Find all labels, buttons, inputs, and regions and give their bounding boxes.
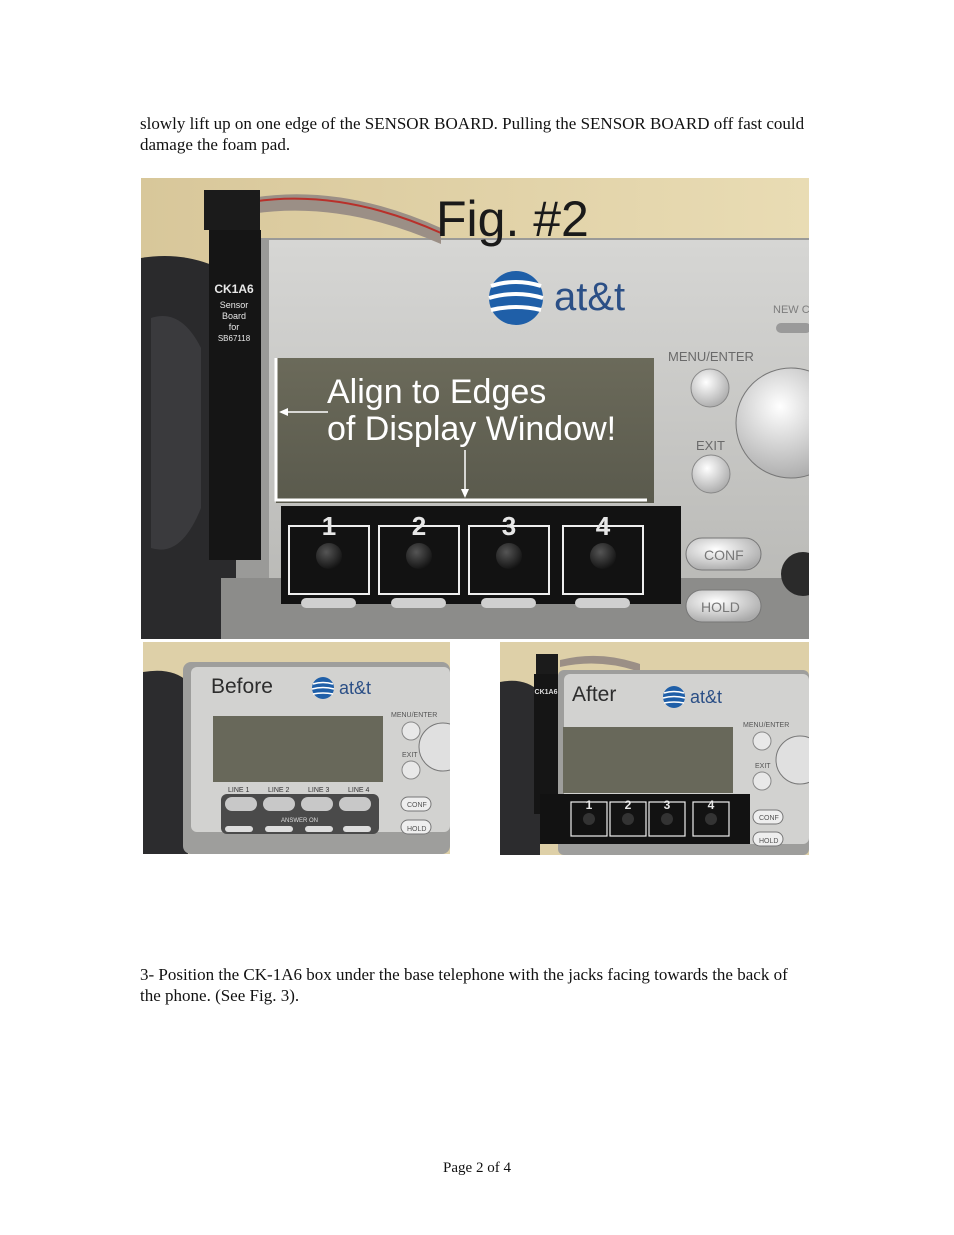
att-globe-icon (662, 686, 686, 708)
svg-text:EXIT: EXIT (402, 752, 418, 759)
att-globe-icon (311, 677, 335, 699)
callout-line-2: of Display Window! (327, 410, 616, 448)
figure-title: Fig. #2 (436, 191, 589, 247)
svg-text:LINE 1: LINE 1 (228, 787, 250, 794)
hold-button-label: HOLD (701, 599, 740, 615)
before-photo: Before at&t MENU/ENTER EXIT CONF HOLD LI… (143, 642, 450, 854)
line-labels: LINE 1 LINE 2 LINE 3 LINE 4 (228, 787, 370, 794)
svg-text:2: 2 (625, 798, 632, 812)
callout-line-1: Align to Edges (327, 373, 546, 411)
svg-text:LINE 3: LINE 3 (308, 787, 330, 794)
before-caption: Before (211, 675, 273, 698)
att-globe-icon (488, 271, 544, 325)
svg-text:CONF: CONF (407, 802, 427, 809)
svg-text:LINE 4: LINE 4 (348, 787, 370, 794)
svg-text:3: 3 (502, 511, 516, 541)
svg-text:4: 4 (708, 798, 715, 812)
svg-text:CK1A6: CK1A6 (535, 689, 558, 696)
after-caption: After (572, 683, 616, 706)
svg-text:4: 4 (596, 511, 611, 541)
svg-text:at&t: at&t (339, 678, 371, 698)
new-calls-label: NEW C (773, 304, 809, 316)
navigation-dial (735, 367, 809, 479)
paragraph-sensor-removal: slowly lift up on one edge of the SENSOR… (140, 114, 805, 154)
exit-label: EXIT (696, 438, 725, 453)
svg-text:SB67118: SB67118 (218, 334, 251, 343)
page-number: Page 2 of 4 (443, 1160, 511, 1176)
line-keys: 1 2 3 4 (570, 798, 730, 837)
menu-enter-label: MENU/ENTER (668, 349, 754, 364)
sensor-board-label: CK1A6 Sensor Board for SB67118 (214, 282, 254, 343)
exit-button (691, 454, 731, 494)
svg-text:2: 2 (412, 511, 426, 541)
svg-text:Sensor: Sensor (220, 300, 249, 310)
paragraph-step-3: 3- Position the CK-1A6 box under the bas… (140, 965, 788, 1005)
svg-text:HOLD: HOLD (407, 826, 426, 833)
svg-text:Board: Board (222, 311, 246, 321)
svg-text:CONF: CONF (759, 815, 779, 822)
line-keys: 1 2 3 4 (288, 511, 644, 608)
svg-text:1: 1 (322, 511, 336, 541)
svg-text:EXIT: EXIT (755, 763, 771, 770)
svg-text:ANSWER ON: ANSWER ON (281, 818, 318, 824)
svg-text:MENU/ENTER: MENU/ENTER (391, 712, 437, 719)
svg-text:LINE 2: LINE 2 (268, 787, 290, 794)
svg-text:for: for (229, 322, 240, 332)
svg-text:1: 1 (586, 798, 593, 812)
svg-text:3: 3 (664, 798, 671, 812)
after-photo: CK1A6 After at&t MENU/ENTER EXIT CONF HO… (500, 642, 809, 855)
svg-text:MENU/ENTER: MENU/ENTER (743, 722, 789, 729)
figure-2-photo: CK1A6 Sensor Board for SB67118 at&t NEW … (141, 178, 809, 639)
menu-enter-button (690, 368, 730, 408)
att-brand: at&t (554, 275, 625, 319)
conf-button-label: CONF (704, 547, 744, 563)
svg-text:at&t: at&t (690, 687, 722, 707)
svg-text:HOLD: HOLD (759, 838, 778, 845)
svg-text:CK1A6: CK1A6 (214, 282, 254, 296)
